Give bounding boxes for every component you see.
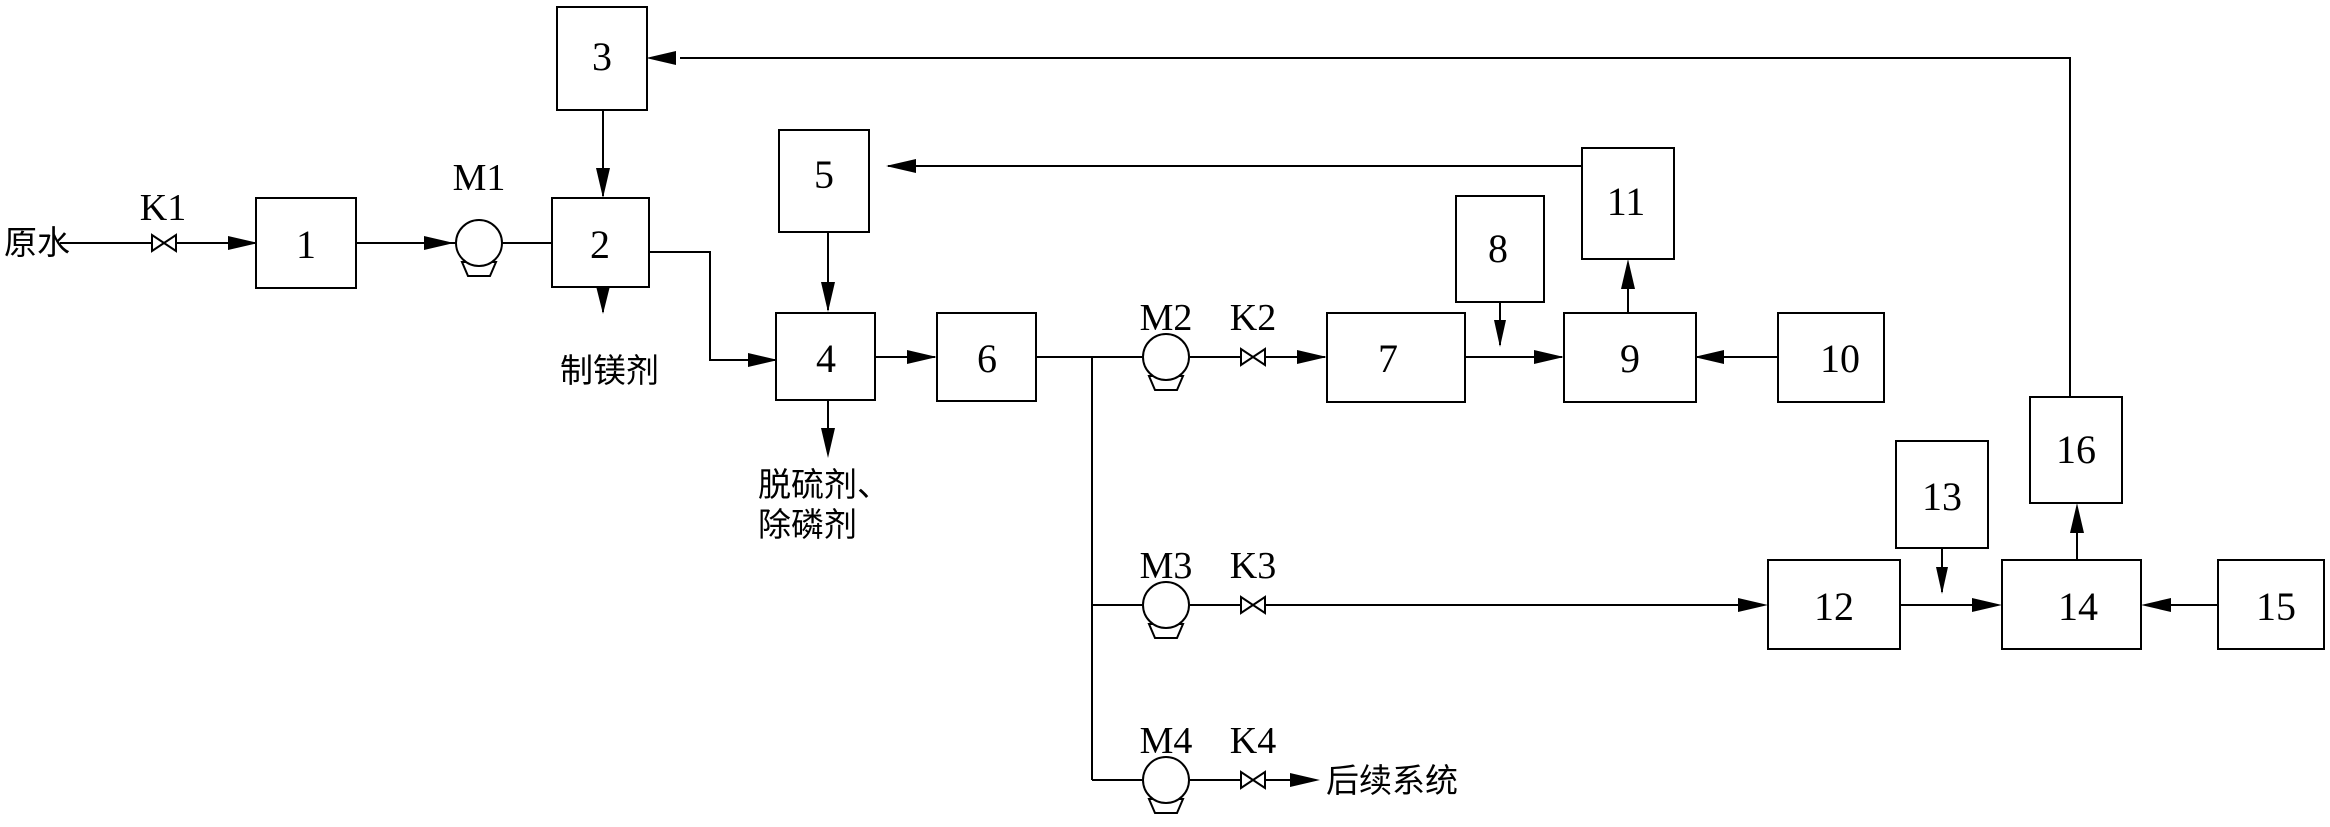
unit-6-label: 6 [977,336,997,381]
arrow-box5-to-box4 [821,282,835,312]
unit-7-label: 7 [1378,336,1398,381]
unit-1-label: 1 [296,222,316,267]
downstream-system-label: 后续系统 [1326,761,1458,800]
arrow-box15-to-box14 [2141,598,2171,612]
arrow-box13-down [1936,567,1948,594]
arrow-box7-to-box9 [1534,350,1564,364]
arrow-k1-to-box1 [228,236,258,250]
unit-10-label: 10 [1820,336,1860,381]
arrow-box16-to-box3 [646,51,676,65]
valves: K1 K2 K3 K4 [140,187,1276,790]
arrow-box12-to-box14 [1972,598,2002,612]
unit-11-label: 11 [1607,179,1646,224]
desulfur-agent-label-line2: 除磷剂 [758,505,857,544]
unit-7: 7 [1326,312,1466,403]
arrow-box11-to-box5 [886,159,916,173]
arrow-box9-to-box11 [1621,259,1635,289]
pump-m4: M4 [1140,720,1193,814]
arrow-box8-down [1494,320,1506,347]
pump-m2: M2 [1140,297,1193,391]
unit-9-label: 9 [1620,336,1640,381]
unit-15-label: 15 [2256,584,2296,629]
unit-11: 11 [1581,147,1675,260]
pump-m1-label: M1 [453,157,506,199]
unit-15: 15 [2217,559,2325,650]
unit-1: 1 [255,197,357,289]
valve-k1: K1 [140,187,186,253]
pumps: M1 M2 M3 M4 [453,157,1193,814]
desulfur-agent-label-line1: 脱硫剂、 [758,465,890,504]
unit-16: 16 [2029,396,2123,504]
pump-m1: M1 [453,157,506,277]
unit-14-label: 14 [2058,584,2098,629]
pump-m2-label: M2 [1140,297,1193,339]
flow-lines [60,57,2218,781]
unit-8-label: 8 [1488,226,1508,271]
arrow-to-m1 [424,236,454,250]
unit-5-label: 5 [814,152,834,197]
unit-14: 14 [2001,559,2142,650]
unit-16-label: 16 [2056,427,2096,472]
pump-m3-label: M3 [1140,545,1193,587]
valve-k3: K3 [1230,545,1276,615]
arrow-box4-to-box6 [907,350,937,364]
unit-8: 8 [1455,195,1545,303]
unit-2-label: 2 [590,222,610,267]
unit-6: 6 [936,312,1037,402]
unit-10: 10 [1777,312,1885,403]
arrow-box10-to-box9 [1694,350,1724,364]
arrow-box4-to-desulfur [821,428,835,458]
valve-k2-label: K2 [1230,297,1276,339]
pump-m4-label: M4 [1140,720,1193,762]
text-labels: 原水 制镁剂 脱硫剂、 除磷剂 后续系统 [4,223,1458,800]
valve-k3-label: K3 [1230,545,1276,587]
unit-13-label: 13 [1922,474,1962,519]
unit-9: 9 [1563,312,1697,403]
unit-2: 2 [551,197,650,288]
arrow-box2-to-magnesium [596,286,610,314]
arrow-box3-to-box2 [596,168,610,198]
unit-3-label: 3 [592,34,612,79]
unit-5: 5 [778,129,870,233]
magnesium-agent-label: 制镁剂 [560,351,659,390]
flow-arrows [228,51,2171,787]
unit-3: 3 [556,6,648,111]
arrow-box2-to-box4 [748,353,778,367]
unit-13: 13 [1895,440,1989,549]
unit-4: 4 [775,312,876,401]
valve-k2: K2 [1230,297,1276,367]
arrow-k2-to-box7 [1297,350,1327,364]
valve-k4-label: K4 [1230,720,1276,762]
arrow-k3-to-box12 [1738,598,1768,612]
valve-k4: K4 [1230,720,1276,790]
process-units: 1 2 3 4 5 6 7 8 9 10 11 12 13 14 15 [255,6,2325,650]
valve-k1-label: K1 [140,187,186,229]
unit-12: 12 [1767,559,1901,650]
raw-water-label: 原水 [4,223,70,262]
pump-m3: M3 [1140,545,1193,639]
unit-12-label: 12 [1814,584,1854,629]
unit-4-label: 4 [816,336,836,381]
arrow-k4-to-downstream [1290,773,1320,787]
arrow-box14-to-box16 [2070,503,2084,533]
